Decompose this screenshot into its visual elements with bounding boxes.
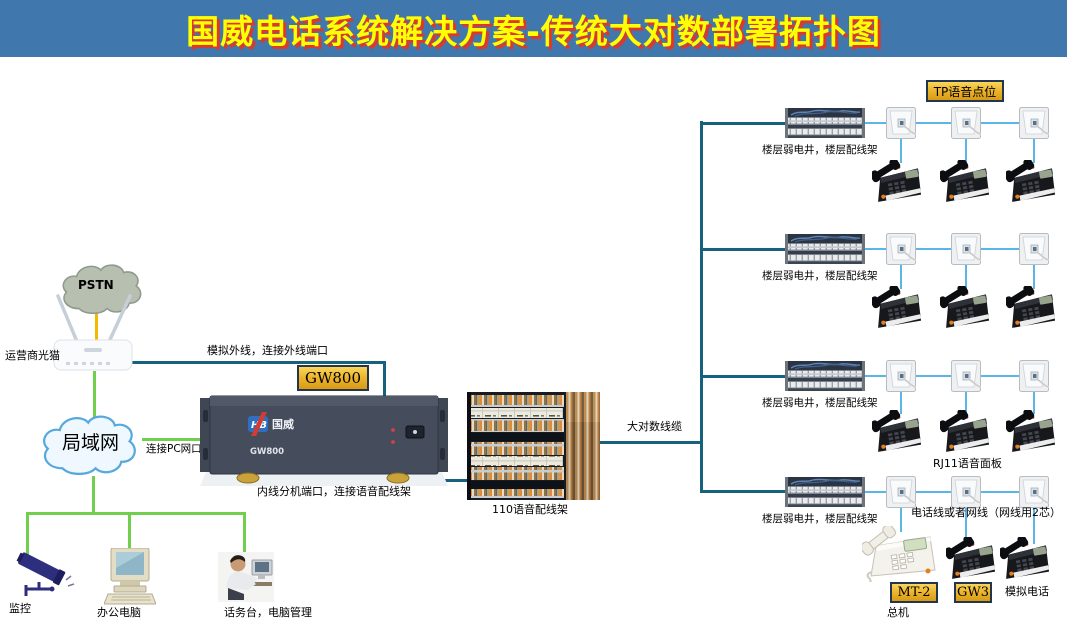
operator-console-phone-icon (862, 526, 942, 582)
pstn-cloud-label: PSTN (78, 278, 114, 292)
analog-phone-icon (872, 160, 924, 204)
wall-plate-icon (886, 360, 916, 392)
cable-trunk-feed (599, 441, 703, 444)
cable-floor2-phone3 (1033, 263, 1035, 289)
cable-branch-floor3 (700, 375, 786, 378)
cable-floor1-phone2 (965, 137, 967, 163)
cable-lan-down (92, 476, 95, 515)
cable-modem-to-lan (93, 371, 96, 418)
wall-plate-icon (1019, 107, 1049, 139)
cable-floor3-phone1 (900, 390, 902, 414)
operator-photo (218, 552, 274, 602)
cable-floor4-plates (862, 491, 1036, 493)
cctv-camera-icon (14, 552, 76, 598)
lan-cloud-label: 局域网 (62, 432, 120, 454)
cable-branch-floor1 (700, 122, 786, 125)
wall-plate-icon (951, 107, 981, 139)
page-title: 国威电话系统解决方案-传统大对数部署拓扑图 (186, 11, 881, 51)
cable-floor1-phone1 (900, 137, 902, 163)
wall-plate-icon (886, 476, 916, 508)
analog-phone-icon (872, 286, 924, 330)
tp-point-tag: TP语音点位 (926, 80, 1004, 102)
cable-drop-pc (128, 512, 131, 554)
analog-phone-icon (940, 286, 992, 330)
wall-plate-icon (886, 107, 916, 139)
analog-phone-icon (940, 160, 992, 204)
modem-label: 运营商光猫 (5, 349, 60, 362)
operator-label: 话务台，电脑管理 (224, 606, 312, 619)
gw3-phone-icon (946, 537, 998, 581)
cable-note-label: 电话线或者网线（网线用2芯） (911, 506, 1061, 519)
modem-router-icon (53, 294, 133, 371)
svg-text:GW800: GW800 (250, 447, 284, 457)
cable-floor1-plates (862, 122, 1036, 124)
desktop-computer-icon (104, 548, 156, 606)
cable-floor4-phone3 (1033, 506, 1035, 544)
mdf-110-frame-image (467, 392, 600, 500)
cable-floor3-phone2 (965, 390, 967, 414)
wall-plate-icon (886, 233, 916, 265)
cable-floor3-phone3 (1033, 390, 1035, 414)
pc-port-label: 连接PC网口 (146, 443, 202, 455)
cable-drop-operator (243, 512, 246, 556)
analog-phone-icon (1006, 410, 1058, 454)
wall-plate-icon (1019, 360, 1049, 392)
svg-text:国威: 国威 (272, 417, 294, 431)
mt2-tag: MT-2 (890, 582, 938, 603)
rj11-panel-label: RJ11语音面板 (933, 457, 1002, 470)
floor2-patch-panel-image (785, 234, 865, 264)
camera-label: 监控 (9, 602, 31, 615)
cable-analog-outside-line-v (383, 361, 386, 400)
title-bar: 国威电话系统解决方案-传统大对数部署拓扑图 (0, 0, 1067, 57)
internal-ports-label: 内线分机端口，连接语音配线架 (257, 485, 411, 498)
mdf-frame-label: 110语音配线架 (492, 503, 568, 516)
pbx-device-image: HB 国威 GW800 (200, 395, 448, 486)
cable-floor4-phone1 (900, 506, 902, 532)
wall-plate-icon (951, 476, 981, 508)
cable-floor2-phone2 (965, 263, 967, 289)
analog-line-label: 模拟外线，连接外线端口 (207, 344, 328, 357)
cable-branch-floor4 (700, 490, 786, 493)
mt2-role-label: 总机 (887, 606, 909, 619)
gw3-tag: GW3 (954, 582, 992, 603)
cable-floor2-phone1 (900, 263, 902, 289)
floor1-patch-panel-image (785, 108, 865, 138)
analog-phone-icon (1000, 537, 1052, 581)
cable-lan-to-pbx (142, 438, 202, 441)
analog-phone-icon (940, 410, 992, 454)
cable-riser-trunk (700, 121, 703, 493)
analog-phone-label: 模拟电话 (1005, 585, 1049, 598)
cable-analog-outside-line-h (123, 361, 386, 364)
cable-branch-floor2 (700, 248, 786, 251)
wall-plate-icon (1019, 476, 1049, 508)
cable-floor2-plates (862, 248, 1036, 250)
cable-drop-camera (26, 512, 29, 560)
wall-plate-icon (1019, 233, 1049, 265)
wall-plate-icon (951, 360, 981, 392)
floor4-label: 楼层弱电井，楼层配线架 (762, 513, 878, 525)
office-pc-label: 办公电脑 (97, 606, 141, 619)
floor3-patch-panel-image (785, 361, 865, 391)
gw800-tag: GW800 (297, 365, 369, 391)
wall-plate-icon (951, 233, 981, 265)
analog-phone-icon (872, 410, 924, 454)
floor4-patch-panel-image (785, 477, 865, 507)
trunk-cable-label: 大对数线缆 (627, 420, 682, 433)
floor2-label: 楼层弱电井，楼层配线架 (762, 270, 878, 282)
floor1-label: 楼层弱电井，楼层配线架 (762, 144, 878, 156)
cable-lan-splitter (26, 512, 246, 515)
cable-floor1-phone3 (1033, 137, 1035, 163)
analog-phone-icon (1006, 160, 1058, 204)
cable-floor3-plates (862, 375, 1036, 377)
floor3-label: 楼层弱电井，楼层配线架 (762, 397, 878, 409)
cable-pstn-to-modem (95, 311, 98, 349)
analog-phone-icon (1006, 286, 1058, 330)
cable-floor4-phone2 (965, 506, 967, 544)
